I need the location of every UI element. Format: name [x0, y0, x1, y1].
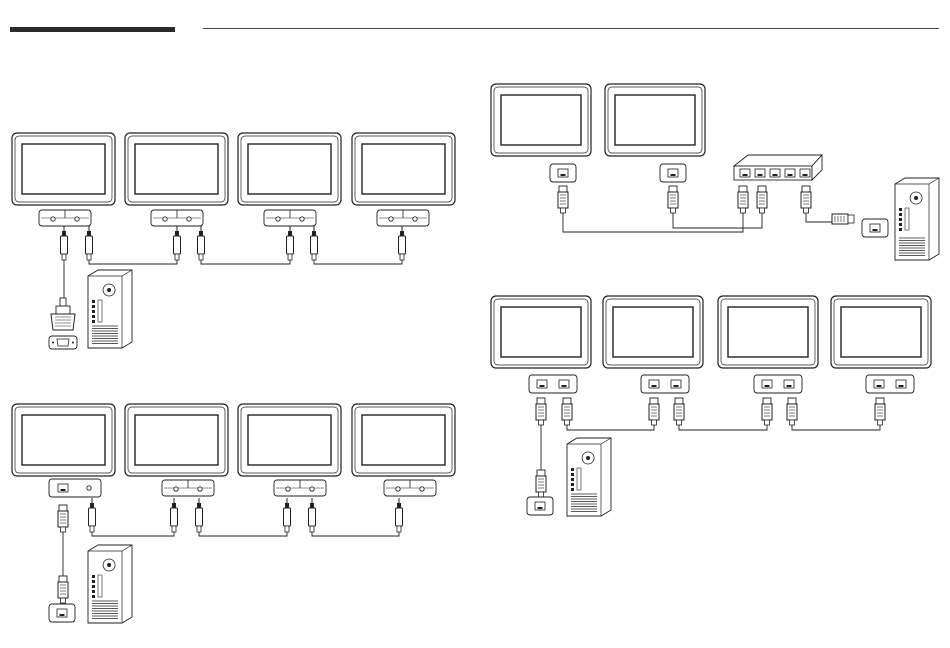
monitor — [491, 296, 591, 368]
cable — [312, 532, 399, 536]
rj45-port-panel — [754, 375, 802, 393]
cable — [201, 260, 290, 264]
monitor — [12, 133, 115, 205]
cable — [314, 260, 402, 264]
rj45-plug — [668, 186, 678, 213]
stereo-port-panel — [264, 210, 316, 226]
rj45-plug — [649, 398, 659, 425]
cable — [199, 532, 287, 536]
stereo-plug — [287, 226, 294, 260]
stereo-plug — [89, 498, 96, 532]
monitor — [831, 296, 931, 368]
monitor — [352, 404, 455, 476]
rj45-plug — [762, 398, 772, 425]
stereo-port-panel — [274, 480, 326, 496]
rj45-plug — [787, 398, 797, 425]
stereo-plug — [171, 498, 178, 532]
rj45-and-jack-panel — [49, 479, 101, 497]
cable — [806, 213, 832, 222]
monitor — [718, 296, 818, 368]
rj45-port-panel — [866, 375, 914, 393]
stereo-plug — [311, 226, 318, 260]
lan-hub-icon — [734, 155, 822, 180]
monitor — [125, 133, 228, 205]
cable — [92, 532, 174, 536]
stereo-plug — [174, 226, 181, 260]
stereo-plug — [284, 498, 291, 532]
cable — [673, 213, 762, 228]
pc-tower-icon — [567, 438, 611, 516]
rj45-port-panel — [550, 164, 576, 182]
rj45-plug — [58, 576, 68, 603]
rj45-plug — [536, 470, 546, 497]
rj45-port-panel — [641, 375, 689, 393]
rj45-plug — [832, 214, 854, 224]
pc-tower-icon — [88, 270, 132, 348]
rj45-plug — [536, 398, 546, 425]
rj45-plug — [738, 186, 748, 213]
monitor — [12, 404, 115, 476]
cable — [567, 425, 654, 430]
monitor — [352, 133, 455, 205]
stereo-plug — [399, 226, 406, 260]
rj45-plug — [562, 398, 572, 425]
rj45-plug — [801, 186, 811, 213]
rj45-plug — [757, 186, 767, 213]
monitor — [491, 84, 591, 156]
rj45-plug — [58, 505, 68, 532]
rj45-port-panel — [527, 497, 553, 515]
stereo-plug — [86, 226, 93, 260]
stereo-port-panel — [162, 480, 214, 496]
rj45-port-panel — [660, 164, 686, 182]
stereo-plug — [309, 498, 316, 532]
cable — [679, 425, 767, 430]
rj45-port-panel — [862, 219, 888, 237]
stereo-port-panel — [151, 210, 203, 226]
monitor — [238, 404, 341, 476]
pc-tower-icon — [88, 545, 132, 623]
cable — [792, 425, 880, 430]
cable — [563, 213, 743, 232]
stereo-plug — [196, 498, 203, 532]
stereo-port-panel — [377, 210, 429, 226]
stereo-port-panel — [384, 480, 436, 496]
monitor — [238, 133, 341, 205]
rj45-plug — [875, 398, 885, 425]
d-sub-9-connector — [49, 298, 77, 349]
stereo-plug — [61, 226, 68, 260]
rj45-plug — [558, 186, 568, 213]
monitor — [605, 84, 705, 156]
cable — [89, 260, 177, 264]
rj45-port-panel — [529, 375, 577, 393]
stereo-plug — [198, 226, 205, 260]
rj45-port-panel — [49, 604, 75, 622]
monitor — [125, 404, 228, 476]
stereo-plug — [396, 498, 403, 532]
pc-tower-icon — [895, 178, 939, 260]
monitor — [603, 296, 703, 368]
rj45-plug — [674, 398, 684, 425]
stereo-port-panel — [39, 210, 91, 226]
